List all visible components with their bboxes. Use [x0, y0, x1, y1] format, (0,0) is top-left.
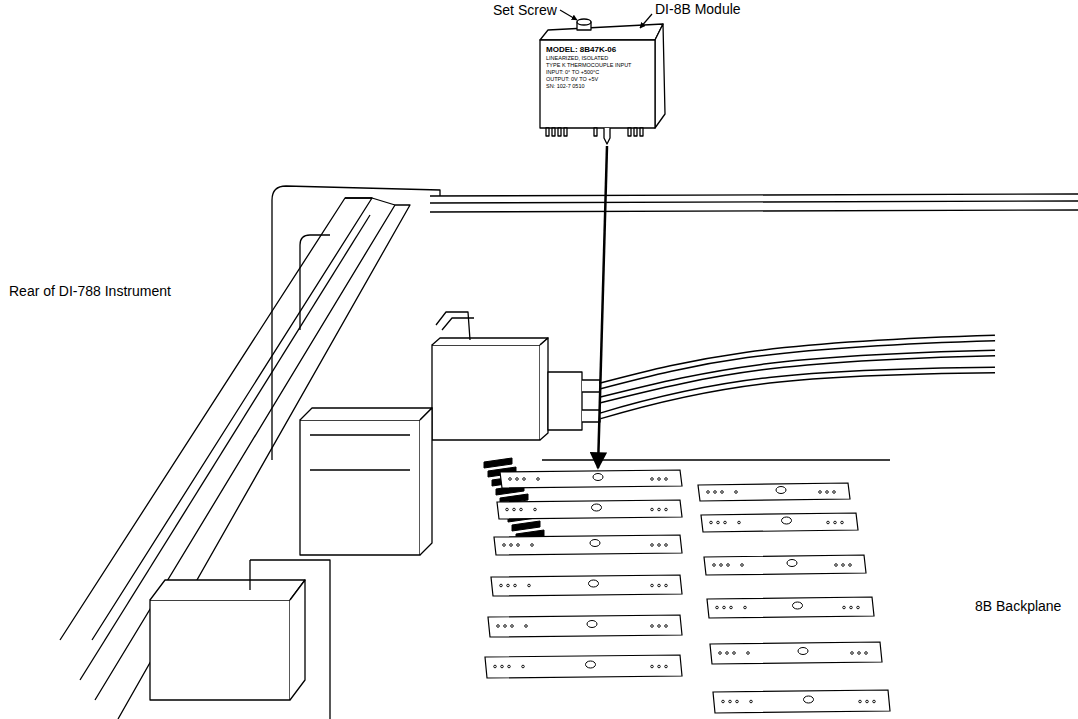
rail-line — [430, 210, 1078, 212]
module-slot — [491, 575, 682, 596]
module-slot — [713, 690, 890, 713]
module-slot — [497, 500, 682, 519]
module-slot — [707, 597, 874, 618]
part-label: DI-8B Module — [655, 1, 741, 17]
terminal-block — [150, 580, 305, 600]
module-slot — [494, 535, 682, 555]
connector-housing — [540, 338, 548, 440]
part-label: 8B Backplane — [975, 598, 1061, 614]
spec-line: SN: 102-7 0510 — [546, 83, 650, 90]
module-slot — [704, 555, 866, 575]
backplane-slots — [485, 470, 890, 713]
model-number: MODEL: 8B47K-06 — [546, 45, 650, 55]
spec-line: OUTPUT: 0V TO +5V — [546, 76, 650, 83]
terminal-block — [420, 408, 432, 555]
connector-housing — [432, 338, 548, 345]
connector-housing — [432, 345, 540, 440]
rear-panel-opening — [300, 235, 330, 330]
spec-line: TYPE K THERMOCOUPLE INPUT — [546, 62, 650, 69]
cable-plug — [582, 380, 600, 392]
cable-plug — [582, 410, 600, 422]
terminal-block — [310, 435, 410, 470]
rail-line — [430, 201, 1078, 203]
terminal-block — [300, 420, 420, 555]
header-pins — [484, 458, 544, 540]
part-label: Rear of DI-788 Instrument — [9, 283, 171, 299]
header-pin — [512, 521, 540, 531]
header-pin — [484, 458, 512, 468]
leader-line — [640, 14, 652, 28]
insertion-arrow — [598, 146, 607, 468]
spec-line: INPUT: 0° TO +500°C — [546, 69, 650, 76]
module-slot — [701, 513, 858, 532]
module-slot — [698, 483, 850, 501]
cable-plug — [548, 372, 582, 430]
module-slot — [488, 615, 682, 637]
rear-panel — [272, 186, 440, 460]
rail-line — [430, 194, 1078, 196]
terminal-block — [290, 580, 305, 700]
latch — [442, 318, 474, 330]
terminal-block — [250, 560, 330, 719]
leader-line — [560, 10, 577, 20]
cables — [600, 338, 995, 416]
frame-rail — [345, 198, 395, 205]
spec-line: LINEARIZED, ISOLATED — [546, 55, 650, 62]
module-slot — [500, 470, 682, 488]
module-slot — [710, 642, 882, 664]
board-edge — [542, 459, 890, 460]
terminal-block — [150, 600, 290, 700]
latch — [436, 312, 470, 340]
part-label: Set Screw — [493, 2, 557, 18]
module-body — [540, 19, 665, 144]
module-slot — [485, 655, 682, 678]
module-label: MODEL: 8B47K-06LINEARIZED, ISOLATEDTYPE … — [543, 43, 653, 125]
terminal-block — [300, 408, 432, 420]
